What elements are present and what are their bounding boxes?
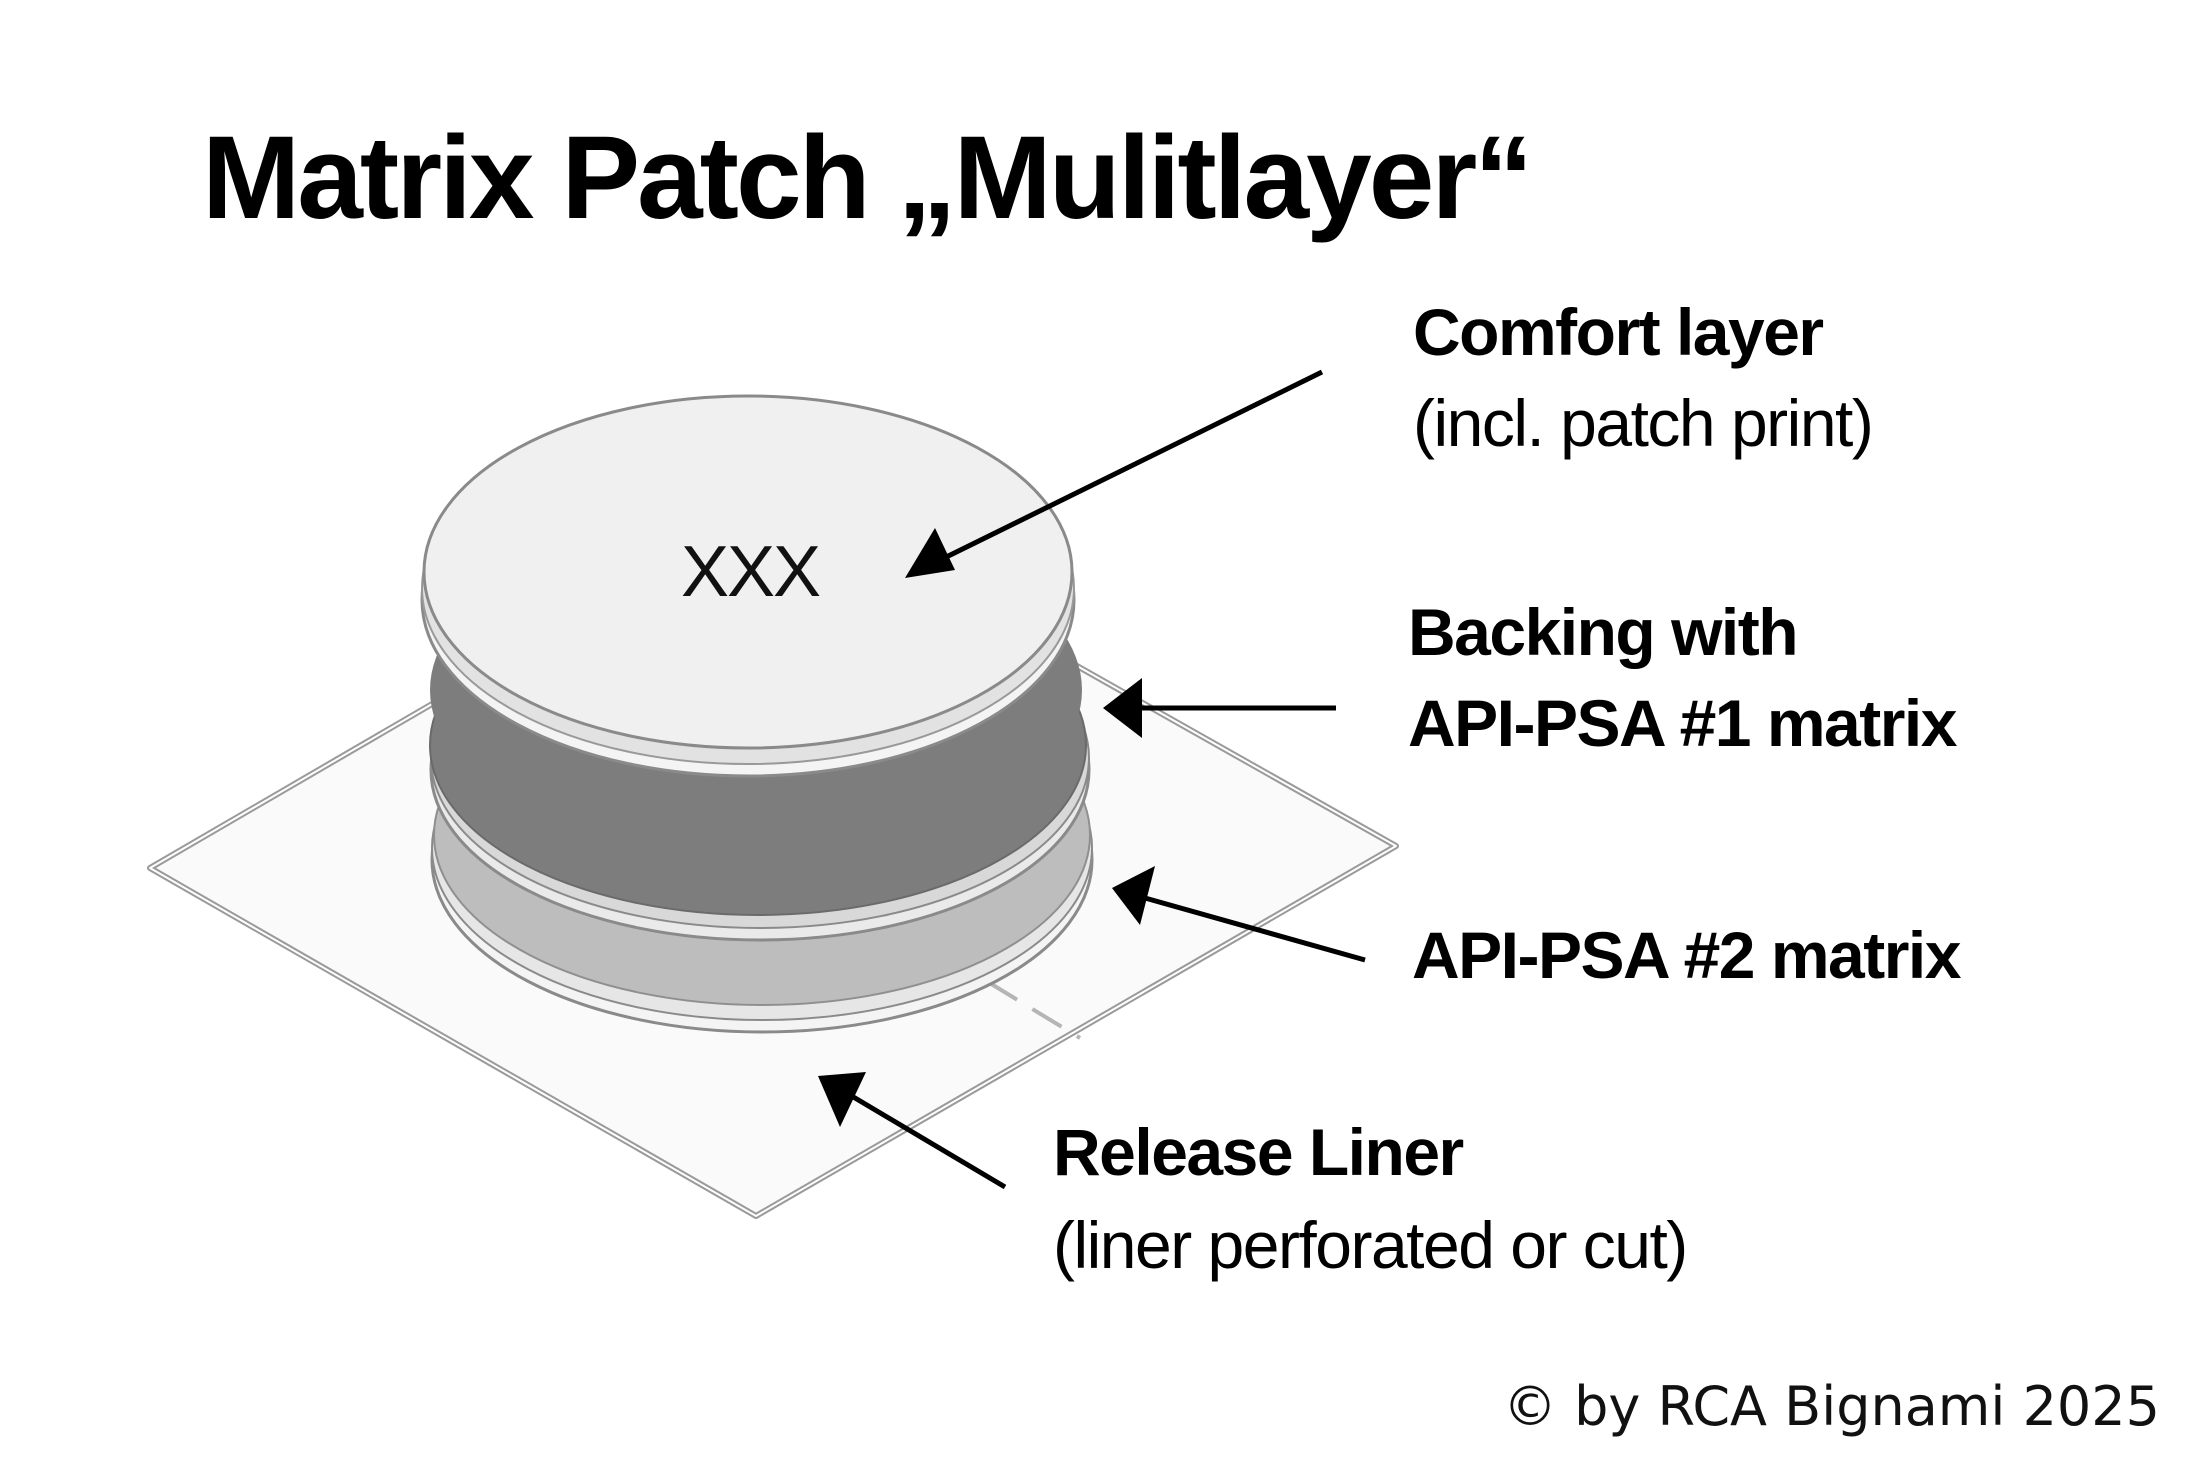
arrowhead-comfort-icon xyxy=(905,528,955,578)
copyright-notice: © by RCA Bignami 2025 xyxy=(1503,1375,2160,1438)
arrowhead-backing-icon xyxy=(1103,678,1142,738)
arrow-release-liner xyxy=(848,1092,1007,1190)
arrow-psa2 xyxy=(1144,895,1366,963)
arrow-comfort-layer xyxy=(920,369,1324,574)
perforation-line xyxy=(986,980,1082,1040)
comfort-layer: XXX xyxy=(420,394,1076,778)
label-release-liner-sub: (liner perforated or cut) xyxy=(1053,1208,1687,1282)
label-backing-line1: Backing with xyxy=(1408,595,1797,669)
label-release-liner: Release Liner xyxy=(1053,1115,1464,1189)
label-psa2: API-PSA #2 matrix xyxy=(1412,918,1962,992)
label-comfort-layer-sub: (incl. patch print) xyxy=(1413,386,1872,460)
label-backing-line2: API-PSA #1 matrix xyxy=(1408,686,1958,760)
arrowhead-liner-icon xyxy=(818,1072,866,1127)
diagram-title: Matrix Patch „Mulitlayer“ xyxy=(202,112,1530,244)
patch-print-text: XXX xyxy=(681,532,820,612)
arrowhead-psa2-icon xyxy=(1112,866,1155,925)
label-comfort-layer: Comfort layer xyxy=(1413,295,1823,369)
